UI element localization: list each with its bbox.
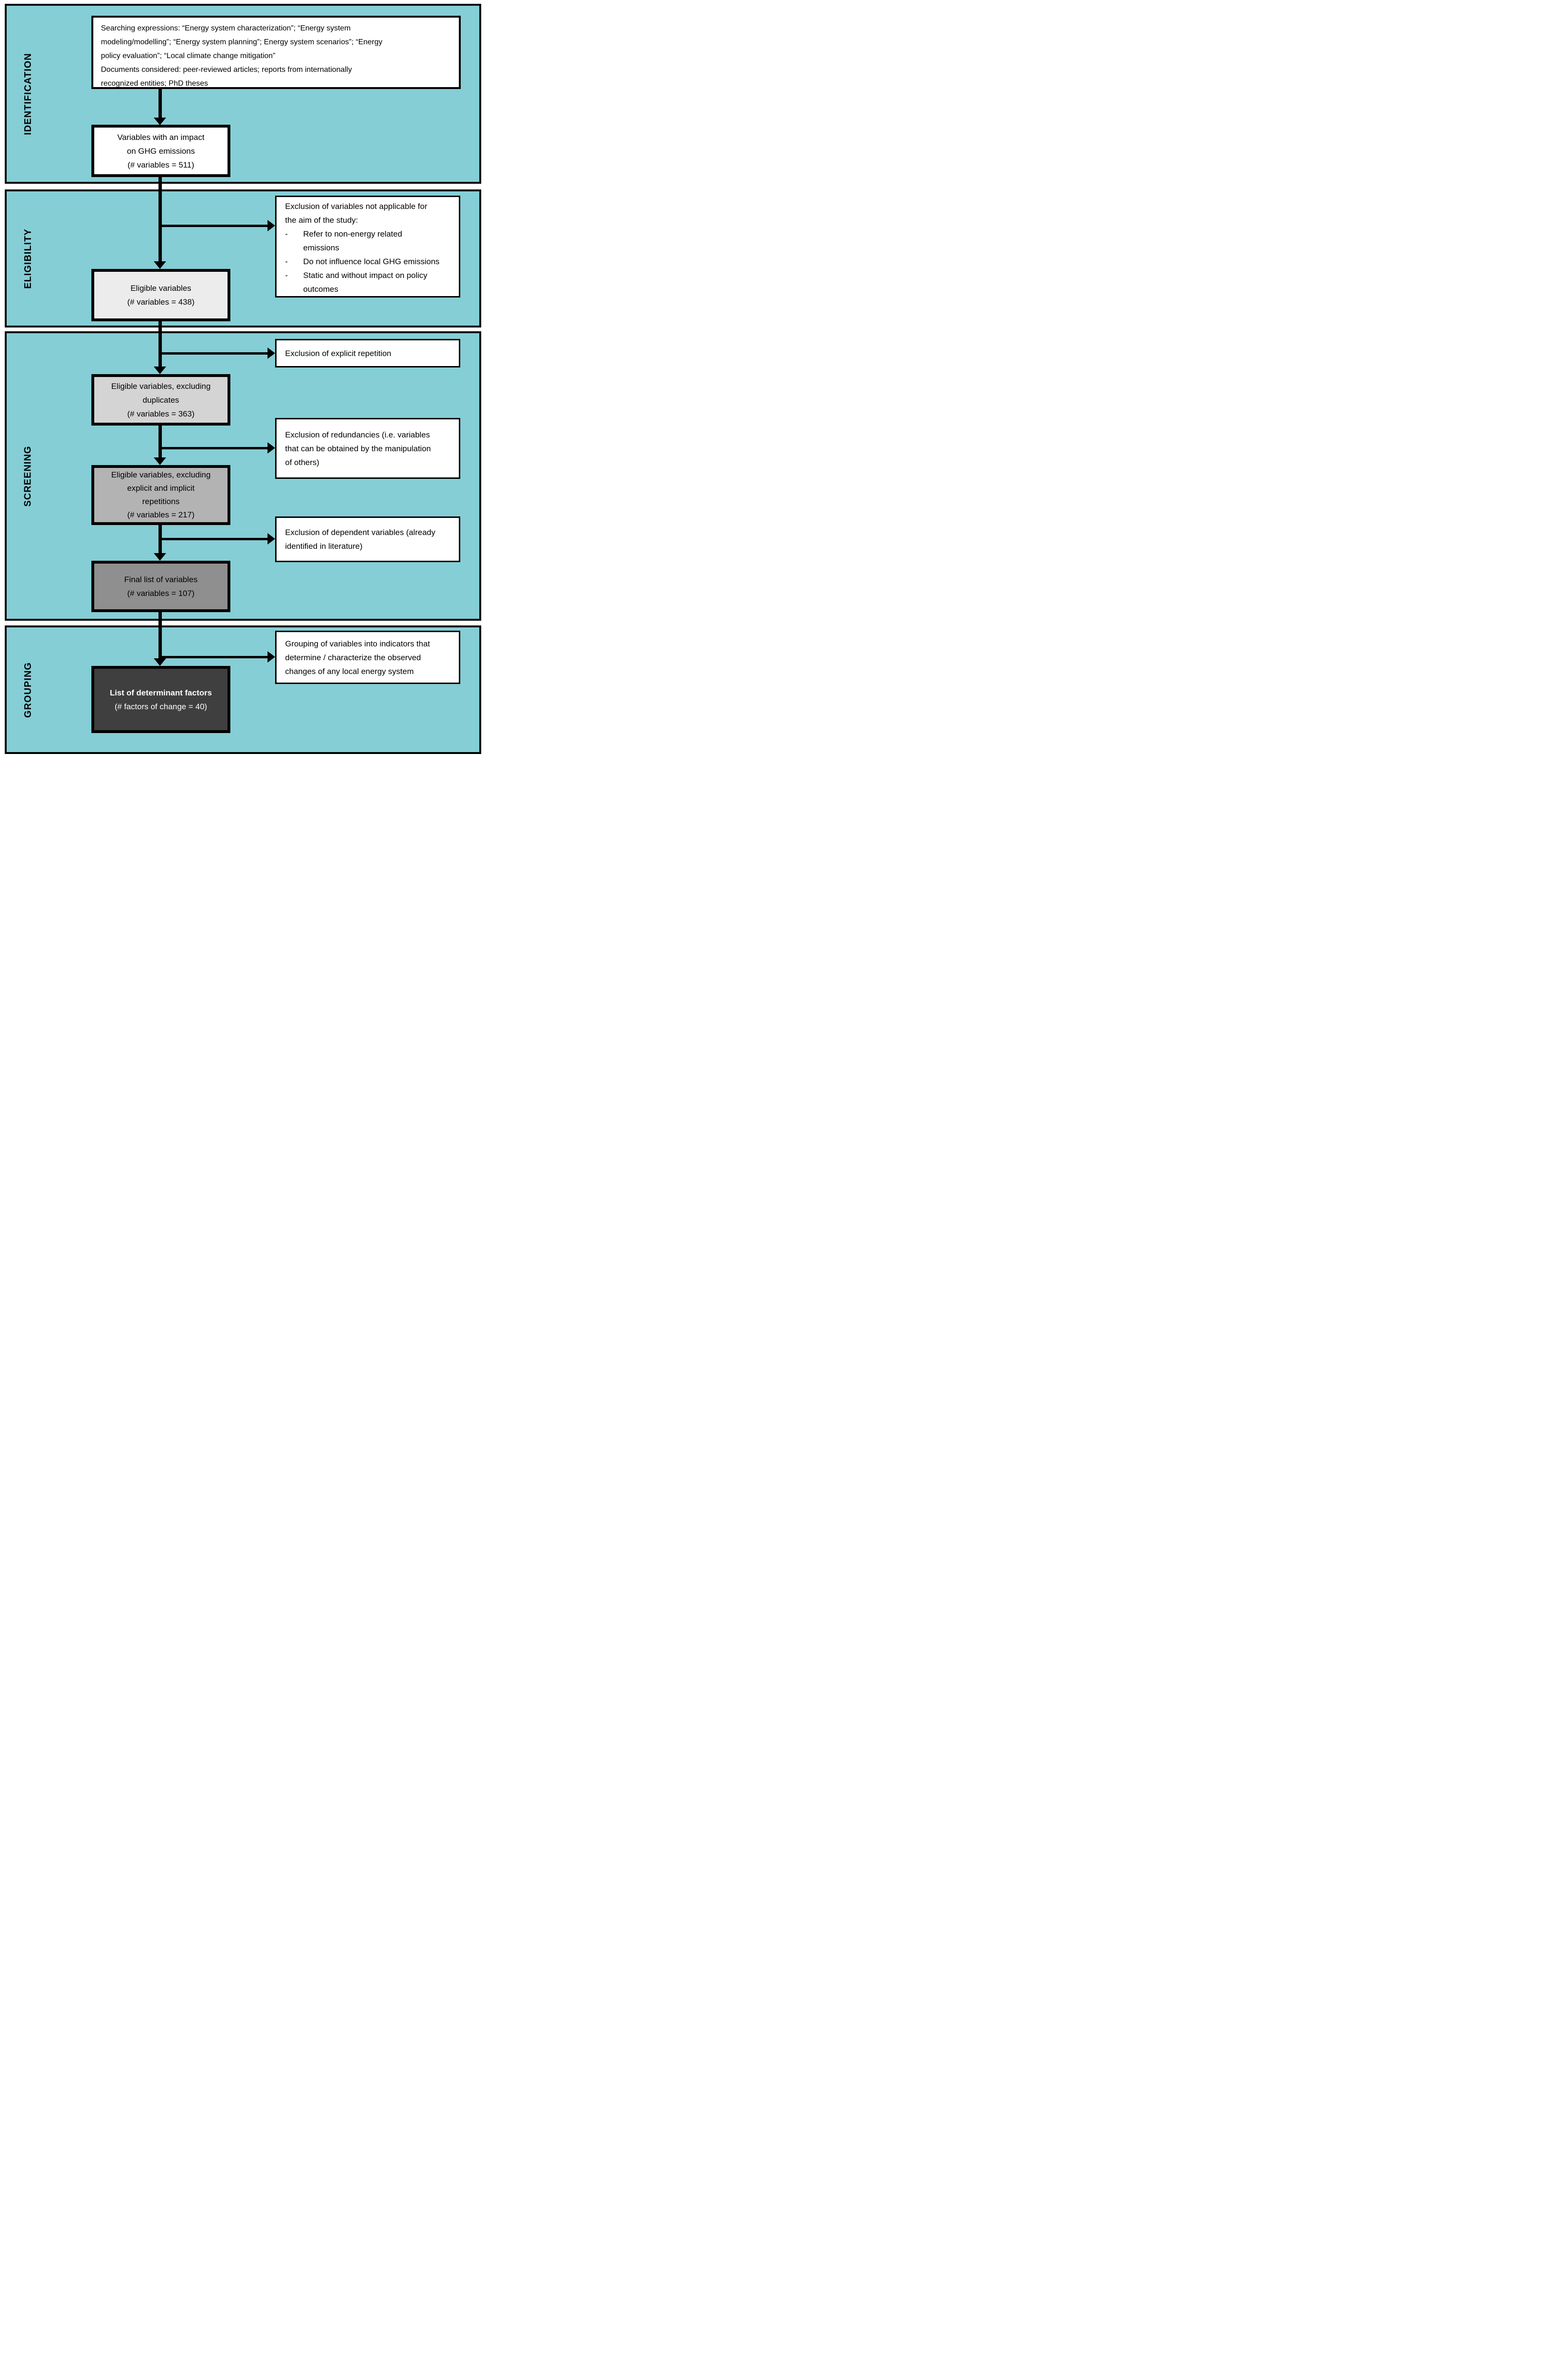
variables-511-box: Variables with an impact on GHG emission… [91, 125, 230, 177]
section-label-wrap: ELIGIBILITY [11, 191, 45, 326]
arrow-branch-4-shaft [162, 538, 268, 540]
section-label-grouping: GROUPING [22, 662, 33, 718]
arrowhead-right-icon [267, 220, 275, 231]
eligibility-exclusion-box: Exclusion of variables not applicable fo… [275, 196, 460, 298]
box-line: duplicates [142, 395, 179, 405]
arrow-down-3-shaft [158, 321, 162, 367]
box-line: repetitions [142, 497, 180, 506]
arrowhead-right-icon [267, 442, 275, 454]
box-line-count: (# factors of change = 40) [114, 702, 208, 711]
exclusion-item-text: Static and without impact on policy outc… [303, 270, 427, 294]
dash-bullet-icon: - [285, 270, 288, 280]
dash-bullet-icon: - [285, 229, 288, 238]
dependent-variables-exclusion-box: Exclusion of dependent variables (alread… [275, 516, 460, 562]
exclusion-item: - Refer to non-energy related emissions [285, 227, 452, 255]
box-line: Eligible variables, excluding [111, 381, 211, 391]
arrowhead-down-icon [154, 118, 166, 125]
arrowhead-right-icon [267, 347, 275, 359]
box-line: Eligible variables, excluding [111, 470, 211, 479]
exclusion-text: Exclusion of explicit repetition [285, 348, 392, 358]
search-criteria-box: Searching expressions: “Energy system ch… [91, 16, 461, 89]
box-line: (# variables = 217) [127, 510, 195, 519]
arrow-branch-2-shaft [162, 352, 268, 355]
box-line: (# variables = 363) [127, 409, 195, 418]
prisma-flow-diagram: IDENTIFICATION ELIGIBILITY SCREENING GRO… [0, 0, 487, 757]
eligible-363-box: Eligible variables, excluding duplicates… [91, 374, 230, 426]
exclusion-item-text: Do not influence local GHG emissions [303, 257, 440, 266]
arrow-branch-1-shaft [162, 225, 268, 227]
documents-considered-text: Documents considered: peer-reviewed arti… [101, 66, 352, 88]
arrowhead-down-icon [154, 367, 166, 374]
exclusion-item-text: Refer to non-energy related emissions [303, 229, 402, 252]
arrow-down-5-shaft [158, 525, 162, 554]
arrow-down-4-shaft [158, 426, 162, 458]
arrow-branch-5-shaft [162, 656, 268, 658]
arrowhead-down-icon [154, 553, 166, 561]
box-line: (# variables = 107) [127, 589, 195, 598]
arrowhead-down-icon [154, 457, 166, 465]
arrowhead-down-icon [154, 261, 166, 269]
section-label-wrap: SCREENING [11, 333, 45, 619]
explicit-repetition-exclusion-box: Exclusion of explicit repetition [275, 339, 460, 367]
section-label-screening: SCREENING [22, 446, 33, 506]
box-line-title: List of determinant factors [109, 688, 212, 697]
box-line: (# variables = 511) [127, 160, 194, 169]
search-expressions-text: Searching expressions: “Energy system ch… [101, 24, 383, 60]
section-label-identification: IDENTIFICATION [22, 52, 33, 135]
final-107-box: Final list of variables (# variables = 1… [91, 561, 230, 612]
exclusion-item: - Do not influence local GHG emissions [285, 255, 452, 268]
section-label-wrap: GROUPING [11, 627, 45, 752]
box-line: Eligible variables [130, 284, 191, 293]
arrow-branch-3-shaft [162, 447, 268, 449]
exclusion-item: - Static and without impact on policy ou… [285, 268, 452, 296]
redundancies-exclusion-box: Exclusion of redundancies (i.e. variable… [275, 418, 460, 479]
arrowhead-right-icon [267, 651, 275, 663]
eligible-438-box: Eligible variables (# variables = 438) [91, 269, 230, 321]
exclusion-heading: Exclusion of variables not applicable fo… [285, 201, 427, 225]
exclusion-text: Exclusion of dependent variables (alread… [285, 528, 436, 551]
arrowhead-down-icon [154, 658, 166, 666]
grouping-note-box: Grouping of variables into indicators th… [275, 631, 460, 684]
box-line: on GHG emissions [127, 146, 195, 156]
box-line: Variables with an impact [117, 132, 205, 142]
determinant-factors-40-box: List of determinant factors (# factors o… [91, 666, 230, 733]
dash-bullet-icon: - [285, 257, 288, 266]
grouping-note-text: Grouping of variables into indicators th… [285, 639, 430, 676]
box-line: Final list of variables [124, 575, 198, 584]
section-label-eligibility: ELIGIBILITY [22, 228, 33, 289]
box-line: explicit and implicit [127, 484, 195, 493]
eligible-217-box: Eligible variables, excluding explicit a… [91, 465, 230, 525]
arrow-down-2-shaft [158, 177, 162, 262]
box-line: (# variables = 438) [127, 298, 195, 307]
section-label-wrap: IDENTIFICATION [11, 6, 45, 182]
arrow-down-1-shaft [158, 89, 162, 118]
arrowhead-right-icon [267, 533, 275, 545]
arrow-down-6-shaft [158, 612, 162, 659]
exclusion-text: Exclusion of redundancies (i.e. variable… [285, 430, 431, 467]
